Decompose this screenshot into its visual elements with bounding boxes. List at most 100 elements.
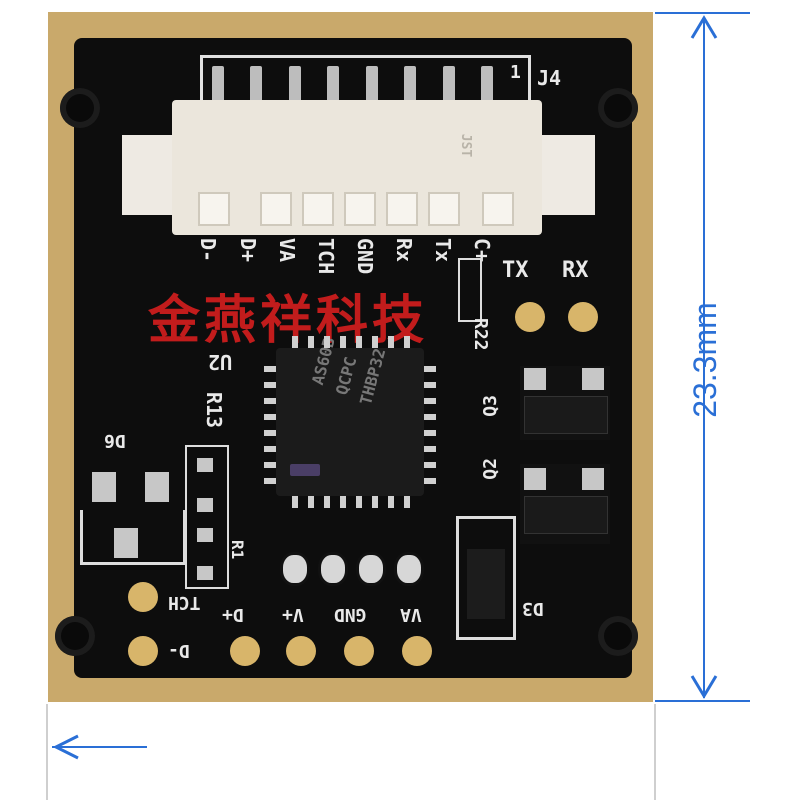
chip-pin bbox=[340, 496, 346, 508]
mounting-hole bbox=[598, 616, 638, 656]
pad-label-d-minus: D- bbox=[168, 640, 190, 661]
chip-marking-line3: THBP32 bbox=[356, 346, 390, 407]
q2-pad bbox=[582, 468, 604, 490]
connector-side-tab bbox=[122, 135, 177, 215]
r22-footprint bbox=[458, 258, 482, 322]
pin-label-gnd: GND bbox=[353, 238, 377, 275]
width-extension-line-right bbox=[654, 704, 656, 800]
chip-pin bbox=[292, 336, 298, 348]
resistor-array-outline bbox=[185, 445, 229, 589]
chip-pin bbox=[340, 336, 346, 348]
mounting-hole bbox=[55, 616, 95, 656]
chip-pin bbox=[264, 478, 276, 484]
header-pin bbox=[404, 66, 416, 106]
connector-slot bbox=[302, 192, 334, 226]
d-plus-pad bbox=[230, 636, 260, 666]
q3-pad bbox=[582, 368, 604, 390]
q3-pad bbox=[524, 368, 546, 390]
dimension-arrow-bottom-icon bbox=[690, 675, 718, 699]
chip-pin bbox=[424, 414, 436, 420]
tx-label: TX bbox=[502, 258, 529, 283]
chip-pin bbox=[264, 430, 276, 436]
chip-pin bbox=[264, 398, 276, 404]
pin-label-d-minus: D- bbox=[196, 238, 220, 263]
pin-label-tx: Tx bbox=[431, 238, 455, 263]
chip-pin bbox=[424, 462, 436, 468]
d6-outline bbox=[80, 510, 186, 565]
header-pin bbox=[250, 66, 262, 106]
connector-slot bbox=[482, 192, 514, 226]
chip-pin bbox=[372, 496, 378, 508]
rx-label: RX bbox=[562, 258, 589, 283]
connector-slot bbox=[428, 192, 460, 226]
r22-label: R22 bbox=[470, 318, 491, 351]
pad-label-gnd: GND bbox=[334, 604, 367, 625]
chip-pin bbox=[404, 496, 410, 508]
dimension-line bbox=[703, 18, 705, 698]
chip-pin bbox=[356, 336, 362, 348]
chip-pin bbox=[264, 414, 276, 420]
width-dimension-line bbox=[52, 746, 147, 748]
via bbox=[394, 552, 424, 586]
chip-pin bbox=[308, 496, 314, 508]
connector-ref: J4 bbox=[537, 66, 562, 90]
pin-label-va: VA bbox=[275, 238, 299, 263]
q2-body bbox=[524, 496, 608, 534]
v-plus-pad bbox=[286, 636, 316, 666]
d6-pad bbox=[92, 472, 116, 502]
chip-pin bbox=[264, 462, 276, 468]
connector-slot bbox=[260, 192, 292, 226]
ic-chip: AS60B QCPC THBP32 bbox=[276, 335, 424, 496]
header-pin bbox=[366, 66, 378, 106]
chip-pin bbox=[292, 496, 298, 508]
chip-pin bbox=[424, 366, 436, 372]
chip-pin bbox=[308, 336, 314, 348]
pad-label-v-plus: V+ bbox=[282, 604, 304, 625]
dimension-label: 23.3mm bbox=[686, 302, 723, 418]
pad-label-d-plus: D+ bbox=[222, 604, 244, 625]
chip-pin bbox=[388, 336, 394, 348]
via bbox=[280, 552, 310, 586]
d3-body bbox=[467, 549, 505, 619]
chip-pin bbox=[424, 398, 436, 404]
q2-label: Q2 bbox=[480, 458, 501, 480]
header-pin bbox=[212, 66, 224, 106]
d6-pad bbox=[114, 528, 138, 558]
d3-label: D3 bbox=[522, 598, 544, 619]
chip-pin bbox=[372, 336, 378, 348]
jst-connector: JST bbox=[172, 100, 542, 235]
pin1-label: 1 bbox=[510, 62, 521, 83]
d-minus-pad bbox=[128, 636, 158, 666]
chip-pin bbox=[424, 446, 436, 452]
chip-pin bbox=[388, 496, 394, 508]
q3-label: Q3 bbox=[480, 395, 501, 417]
header-pin bbox=[443, 66, 455, 106]
chip-pin bbox=[404, 336, 410, 348]
chip-pin bbox=[424, 382, 436, 388]
header-pin bbox=[289, 66, 301, 106]
d3-footprint bbox=[456, 516, 516, 640]
dimension-arrow-top-icon bbox=[690, 15, 718, 39]
mounting-hole bbox=[60, 88, 100, 128]
width-extension-line-left bbox=[46, 704, 48, 800]
connector-side-tab bbox=[540, 135, 595, 215]
chip-pin bbox=[424, 430, 436, 436]
dimension-label-wrap: 23.3mm bbox=[685, 302, 725, 418]
chip-logo bbox=[290, 464, 320, 476]
chip-pin bbox=[324, 336, 330, 348]
d6-pad bbox=[145, 472, 169, 502]
header-pin bbox=[327, 66, 339, 106]
via bbox=[356, 552, 386, 586]
pad-label-tch: TCH bbox=[168, 592, 201, 613]
resistor-pad bbox=[197, 458, 213, 472]
r1-label: R1 bbox=[228, 540, 247, 560]
width-arrow-left-icon bbox=[52, 734, 79, 760]
watermark-text: 金燕祥科技 bbox=[148, 290, 429, 351]
chip-pin bbox=[264, 366, 276, 372]
va-pad bbox=[402, 636, 432, 666]
resistor-pad bbox=[197, 566, 213, 580]
connector-body-mark: JST bbox=[458, 133, 474, 158]
chip-pin bbox=[264, 382, 276, 388]
resistor-pad bbox=[197, 528, 213, 542]
connector-slot bbox=[344, 192, 376, 226]
